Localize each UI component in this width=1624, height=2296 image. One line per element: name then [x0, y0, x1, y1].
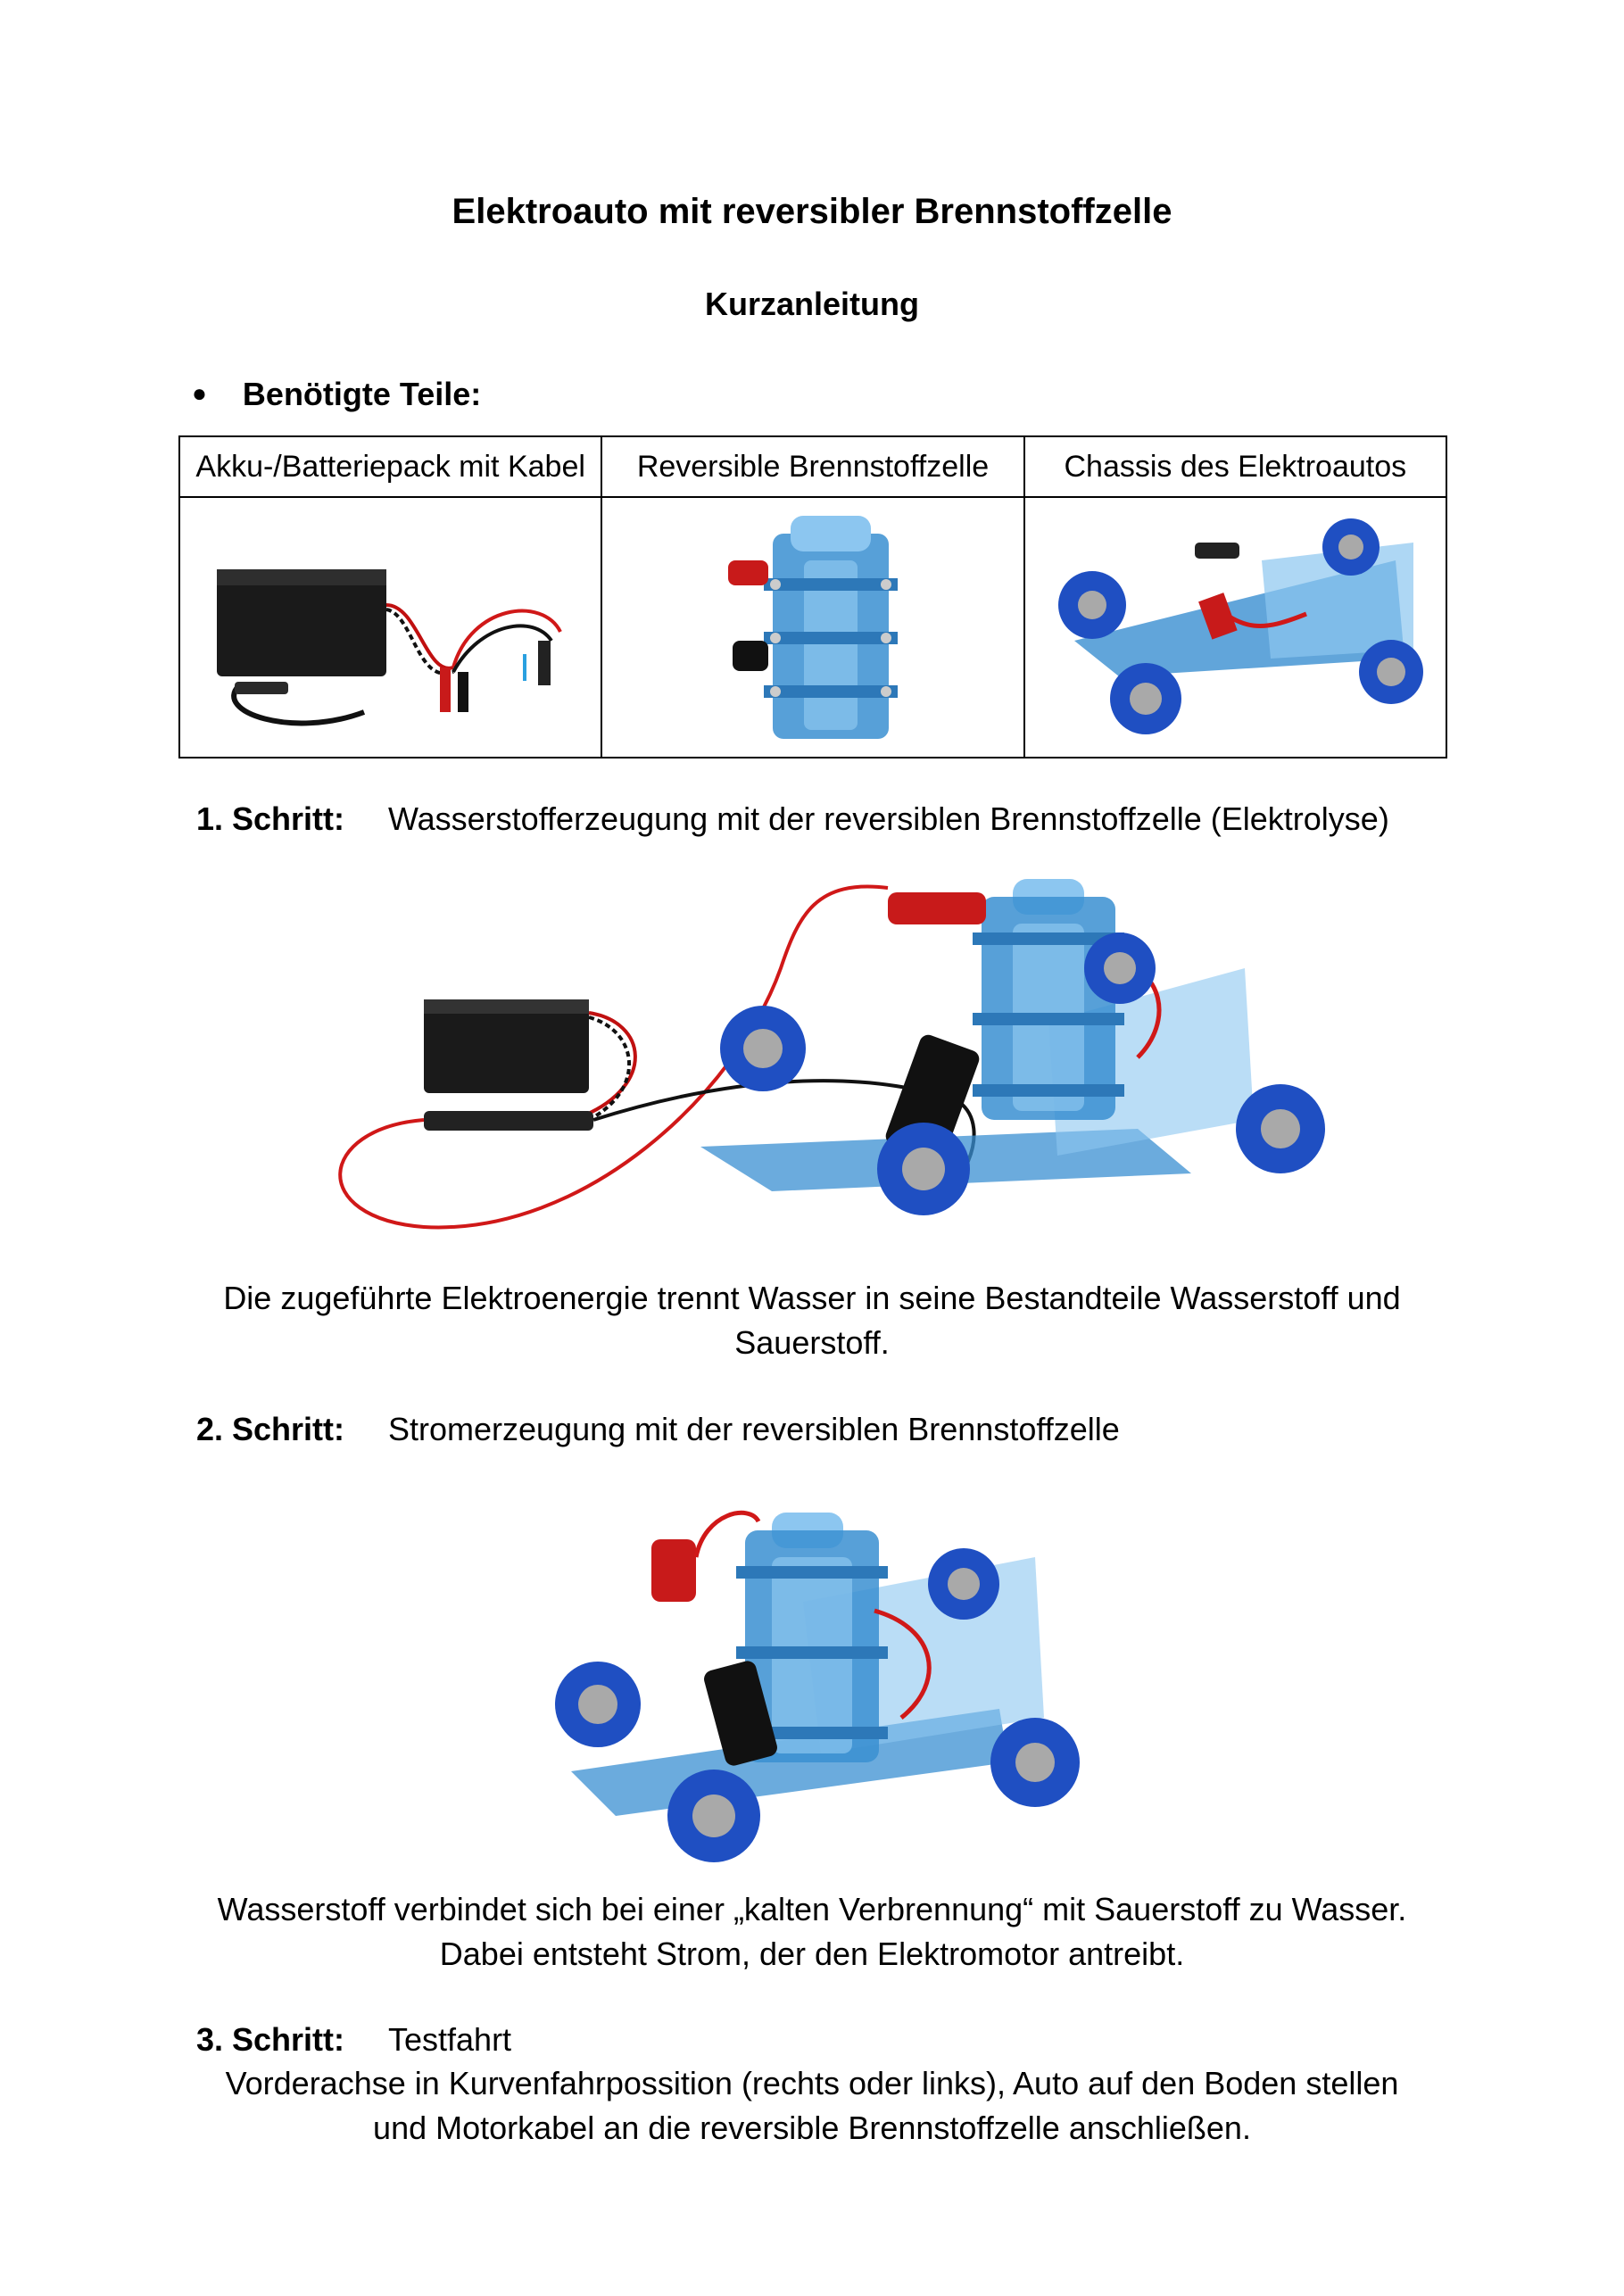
parts-table-image-row [178, 496, 1448, 758]
step-1-caption-line-2: Sauerstoff. [734, 1324, 890, 1361]
parts-cell-fuelcell [601, 496, 1025, 758]
step-3-heading: 3. Schritt: Testfahrt [196, 2021, 511, 2059]
parts-table: Akku-/Batteriepack mit Kabel Reversible … [178, 435, 1448, 758]
step-1-title: Wasserstofferzeugung mit der reversiblen… [388, 800, 1389, 837]
step-1-label: 1. Schritt: [196, 800, 345, 837]
parts-cell-battery [178, 496, 603, 758]
document-subtitle: Kurzanleitung [705, 286, 919, 322]
step-2-heading: 2. Schritt: Stromerzeugung mit der revers… [196, 1411, 1120, 1448]
bullet-icon: ● [192, 379, 207, 407]
fuel-cell-image [727, 516, 898, 739]
chassis-image [1058, 518, 1424, 734]
parts-table-header-row: Akku-/Batteriepack mit Kabel Reversible … [178, 435, 1448, 498]
power-generation-image [555, 1510, 1080, 1862]
parts-cell-chassis [1023, 496, 1448, 758]
step-3-caption-line-2: und Motorkabel an die reversible Brennst… [373, 2110, 1251, 2146]
document-title: Elektroauto mit reversibler Brennstoffze… [452, 192, 1172, 231]
step-2-caption: Wasserstoff verbindet sich bei einer „ka… [0, 1887, 1624, 1977]
step-3-caption: Vorderachse in Kurvenfahrpossition (rech… [0, 2061, 1624, 2151]
parts-header-fuelcell: Reversible Brennstoffzelle [601, 435, 1025, 498]
step-3-title: Testfahrt [388, 2021, 512, 2058]
step-2-title: Stromerzeugung mit der reversiblen Brenn… [388, 1411, 1120, 1447]
battery-pack-image [216, 569, 562, 726]
step-3-label: 3. Schritt: [196, 2021, 345, 2058]
step-2-caption-line-1: Wasserstoff verbindet sich bei einer „ka… [217, 1891, 1407, 1927]
parts-heading: ● Benötigte Teile: [192, 376, 481, 413]
step-1-caption-line-1: Die zugeführte Elektroenergie trennt Was… [223, 1280, 1401, 1316]
parts-header-chassis: Chassis des Elektroautos [1023, 435, 1448, 498]
step-2-label: 2. Schritt: [196, 1411, 345, 1447]
parts-header-battery: Akku-/Batteriepack mit Kabel [178, 435, 603, 498]
step-3-caption-line-1: Vorderachse in Kurvenfahrpossition (rech… [225, 2065, 1399, 2101]
parts-heading-text: Benötigte Teile: [242, 376, 482, 412]
electrolysis-setup-image [338, 879, 1325, 1230]
step-2-caption-line-2: Dabei entsteht Strom, der den Elektromot… [439, 1935, 1185, 1972]
step-1-caption: Die zugeführte Elektroenergie trennt Was… [0, 1276, 1624, 1365]
step-1-heading: 1. Schritt: Wasserstofferzeugung mit der … [196, 800, 1389, 838]
